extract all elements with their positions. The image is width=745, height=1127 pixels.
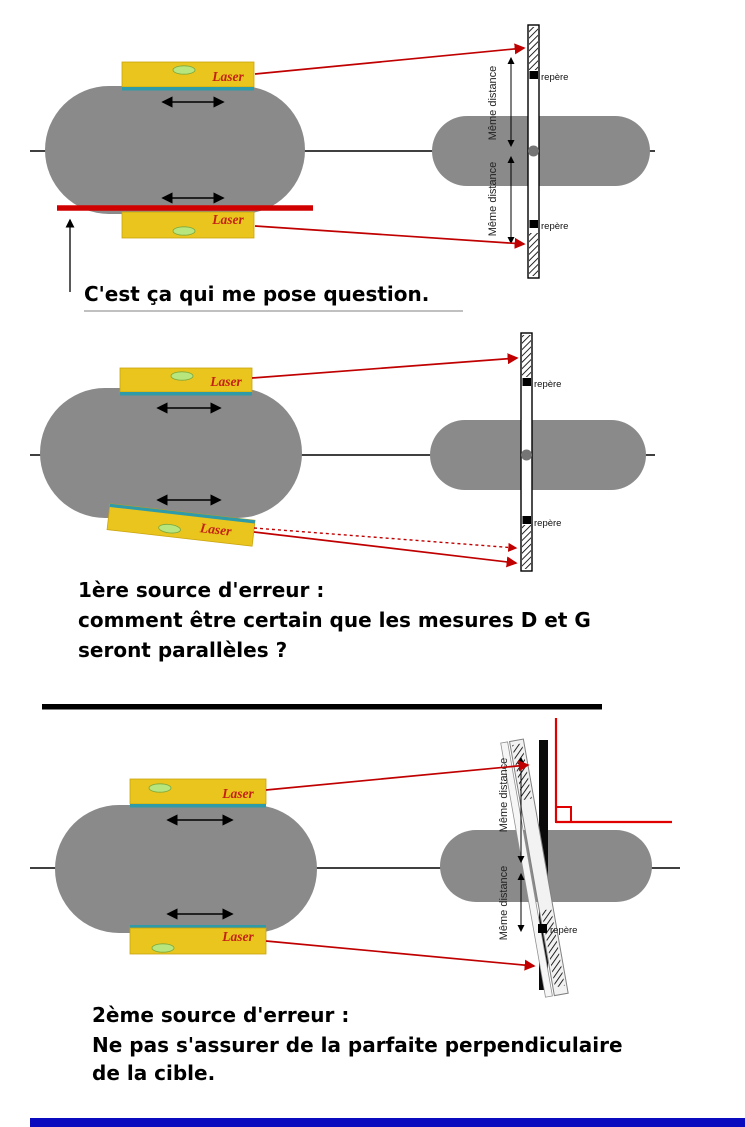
level-bubble-icon [172,226,196,236]
repere-mark-bottom [529,220,538,228]
laser-label: Laser [221,786,254,801]
repere-label-bottom: repère [534,518,561,529]
repere-mark [538,924,547,933]
laser-edge [120,392,252,396]
panel-1-baseline-setup: Laser Laser repère repère Même distance [30,24,655,312]
laser-body [106,503,256,547]
target-board: repère repère [520,332,561,572]
target-scale-bottom [522,525,531,569]
laser-beam-bottom [265,940,536,971]
laser-label: Laser [221,929,254,944]
left-wheel [45,86,305,214]
distance-annotation-bottom: Même distance [498,866,525,941]
panel1-caption: C'est ça qui me pose question. [84,282,429,306]
repere-label: repère [550,925,577,936]
laser-beam-top [251,353,519,379]
laser-edge [122,87,254,91]
laser-edge [109,503,256,524]
target-scale-bottom [529,233,538,276]
panel-2-first-error: Laser repère repère Laser 1ère source d'… [30,332,655,710]
panel3-caption-line2: Ne pas s'assurer de la parfaite perpendi… [92,1033,623,1057]
target-scale-top [529,27,538,70]
panel-3-second-error: Laser Même distance Même distance repère [30,718,745,1127]
meme-distance-label-bottom: Même distance [498,866,510,941]
laser-unit-bottom-tilted: Laser [106,503,256,547]
left-wheel [40,388,302,518]
laser-beam-bottom-actual [253,531,518,568]
panel3-caption-line1: 2ème source d'erreur : [92,1003,349,1027]
distance-annotation-bottom: Même distance [487,155,515,245]
footer-blue-bar [30,1118,745,1127]
laser-edge [130,925,266,929]
panel2-caption-line1: 1ère source d'erreur : [78,578,324,602]
distance-annotation-top: Même distance [498,756,525,864]
laser-beam-top [265,760,530,791]
level-bubble-icon [170,371,194,381]
right-angle-icon [555,806,572,823]
laser-unit-top: Laser [129,778,267,808]
repere-label-top: repère [541,72,568,83]
tilted-target-rail [500,741,553,998]
meme-distance-label-bottom: Même distance [487,162,499,237]
hub-dot [521,449,532,461]
level-bubble-icon [151,943,175,953]
laser-beam-bottom-expected [253,527,518,552]
perpendicular-annotation [554,718,672,824]
panel2-caption-line2: comment être certain que les mesures D e… [78,608,591,632]
laser-beam-bottom [254,225,526,249]
laser-unit-top: Laser [119,367,253,396]
laser-unit-bottom: Laser [129,925,267,955]
panel3-caption-line3: de la cible. [92,1061,215,1085]
repere-mark-top [529,71,538,79]
laser-edge [130,804,266,808]
repere-mark-top [522,378,531,386]
panel2-caption-line3: seront parallèles ? [78,638,287,662]
laser-unit-top: Laser [121,61,255,91]
tilted-target-scale-bottom [541,908,565,988]
meme-distance-label-top: Même distance [498,758,510,833]
left-wheel [55,805,317,933]
meme-distance-label-top: Même distance [487,66,499,141]
target-board: repère repère [527,24,568,279]
laser-label: Laser [211,212,244,227]
right-wheel [430,420,646,490]
right-wheel [432,116,650,186]
repere-label-top: repère [534,379,561,390]
laser-label: Laser [211,69,244,84]
level-bubble-icon [148,783,172,793]
repere-mark-bottom [522,516,531,524]
level-bubble-icon [172,65,196,75]
target-scale-top [522,335,531,377]
laser-label: Laser [198,520,233,539]
laser-label: Laser [209,374,242,389]
laser-unit-bottom: Laser [121,211,255,239]
laser-beam-top [254,43,526,75]
repere-label-bottom: repère [541,221,568,232]
level-bubble-icon [158,523,181,534]
hub-dot [528,145,539,157]
section-divider [42,704,602,710]
distance-annotation-top: Même distance [487,56,515,148]
